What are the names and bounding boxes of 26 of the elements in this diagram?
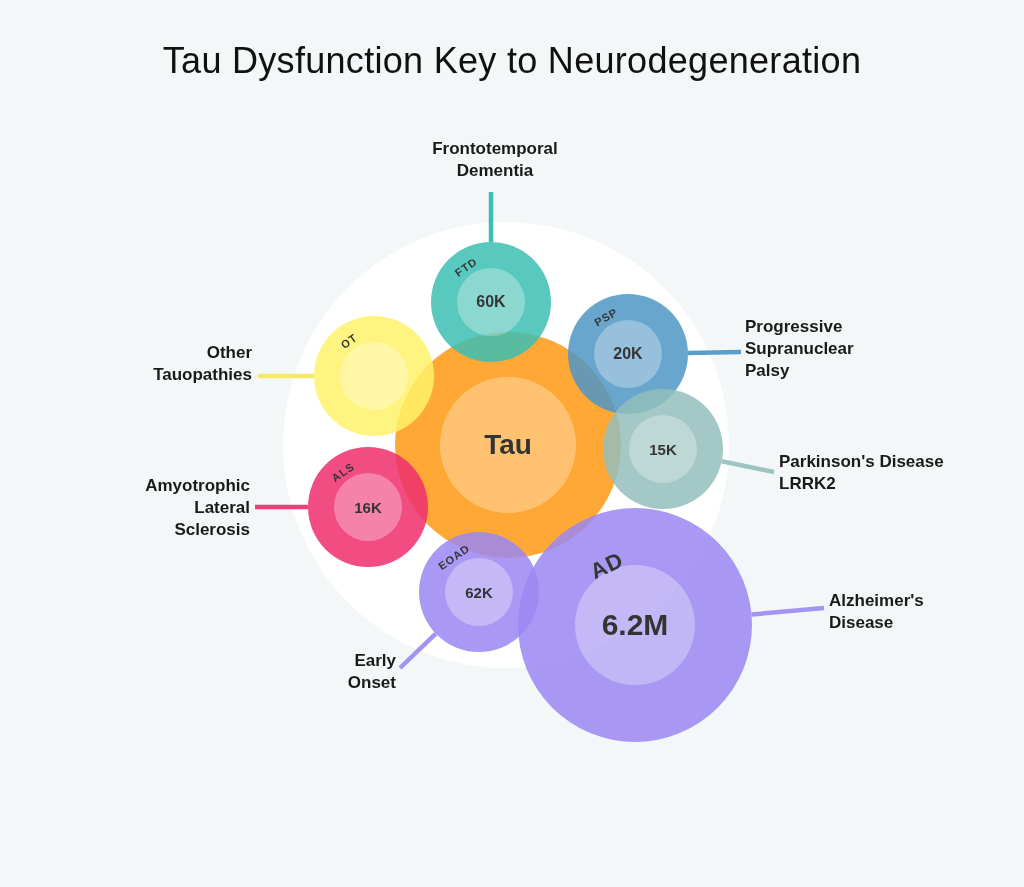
disease-name: Parkinson's Disease LRRK2 xyxy=(779,451,979,496)
disease-name: Early Onset xyxy=(334,650,396,695)
disease-name: Alzheimer's Disease xyxy=(829,590,939,635)
abbreviation-label: FTD xyxy=(452,254,480,279)
leader-line xyxy=(255,504,308,510)
case-count: 6.2M xyxy=(601,608,669,642)
leader-line xyxy=(398,631,438,670)
disease-name: Progressive Supranuclear Palsy xyxy=(745,316,865,383)
disease-name: Frontotemporal Dementia xyxy=(425,138,565,183)
case-count: Tau xyxy=(484,429,532,461)
abbreviation-label: PSP xyxy=(592,305,621,329)
disease-name: Other Tauopathies xyxy=(140,342,252,387)
abbreviation-label: OT xyxy=(338,330,360,351)
abbreviation-label: AD xyxy=(586,546,629,585)
leader-line xyxy=(687,349,742,356)
disease-name: Amyotrophic Lateral Sclerosis xyxy=(130,475,250,542)
case-count: 20K xyxy=(613,345,643,363)
leader-line xyxy=(721,458,775,475)
leader-line xyxy=(488,192,494,242)
title: Tau Dysfunction Key to Neurodegeneration xyxy=(162,40,862,82)
case-count: 15K xyxy=(649,440,677,458)
leader-line xyxy=(751,605,825,617)
case-count: 16K xyxy=(354,498,382,516)
case-count: 60K xyxy=(476,293,506,311)
leader-line xyxy=(258,373,314,379)
case-count: 62K xyxy=(465,583,493,601)
